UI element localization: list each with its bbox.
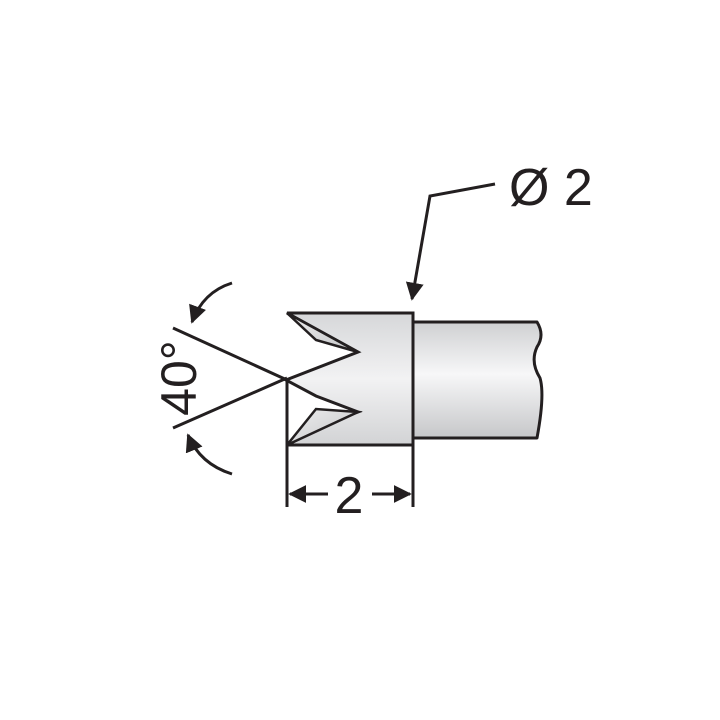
angle-label: 40° (151, 340, 207, 416)
upper-tooth (286, 311, 359, 354)
shaft-body (411, 320, 544, 440)
diameter-leader-line (405, 182, 496, 301)
angle-arc-upper (189, 281, 233, 324)
angle-line-upper (172, 326, 288, 382)
lower-tooth (286, 407, 363, 447)
angle-arc-lower (185, 433, 233, 476)
angle-line-lower (172, 376, 288, 430)
diameter-label: Ø 2 (509, 159, 593, 217)
length-label: 2 (335, 467, 364, 525)
